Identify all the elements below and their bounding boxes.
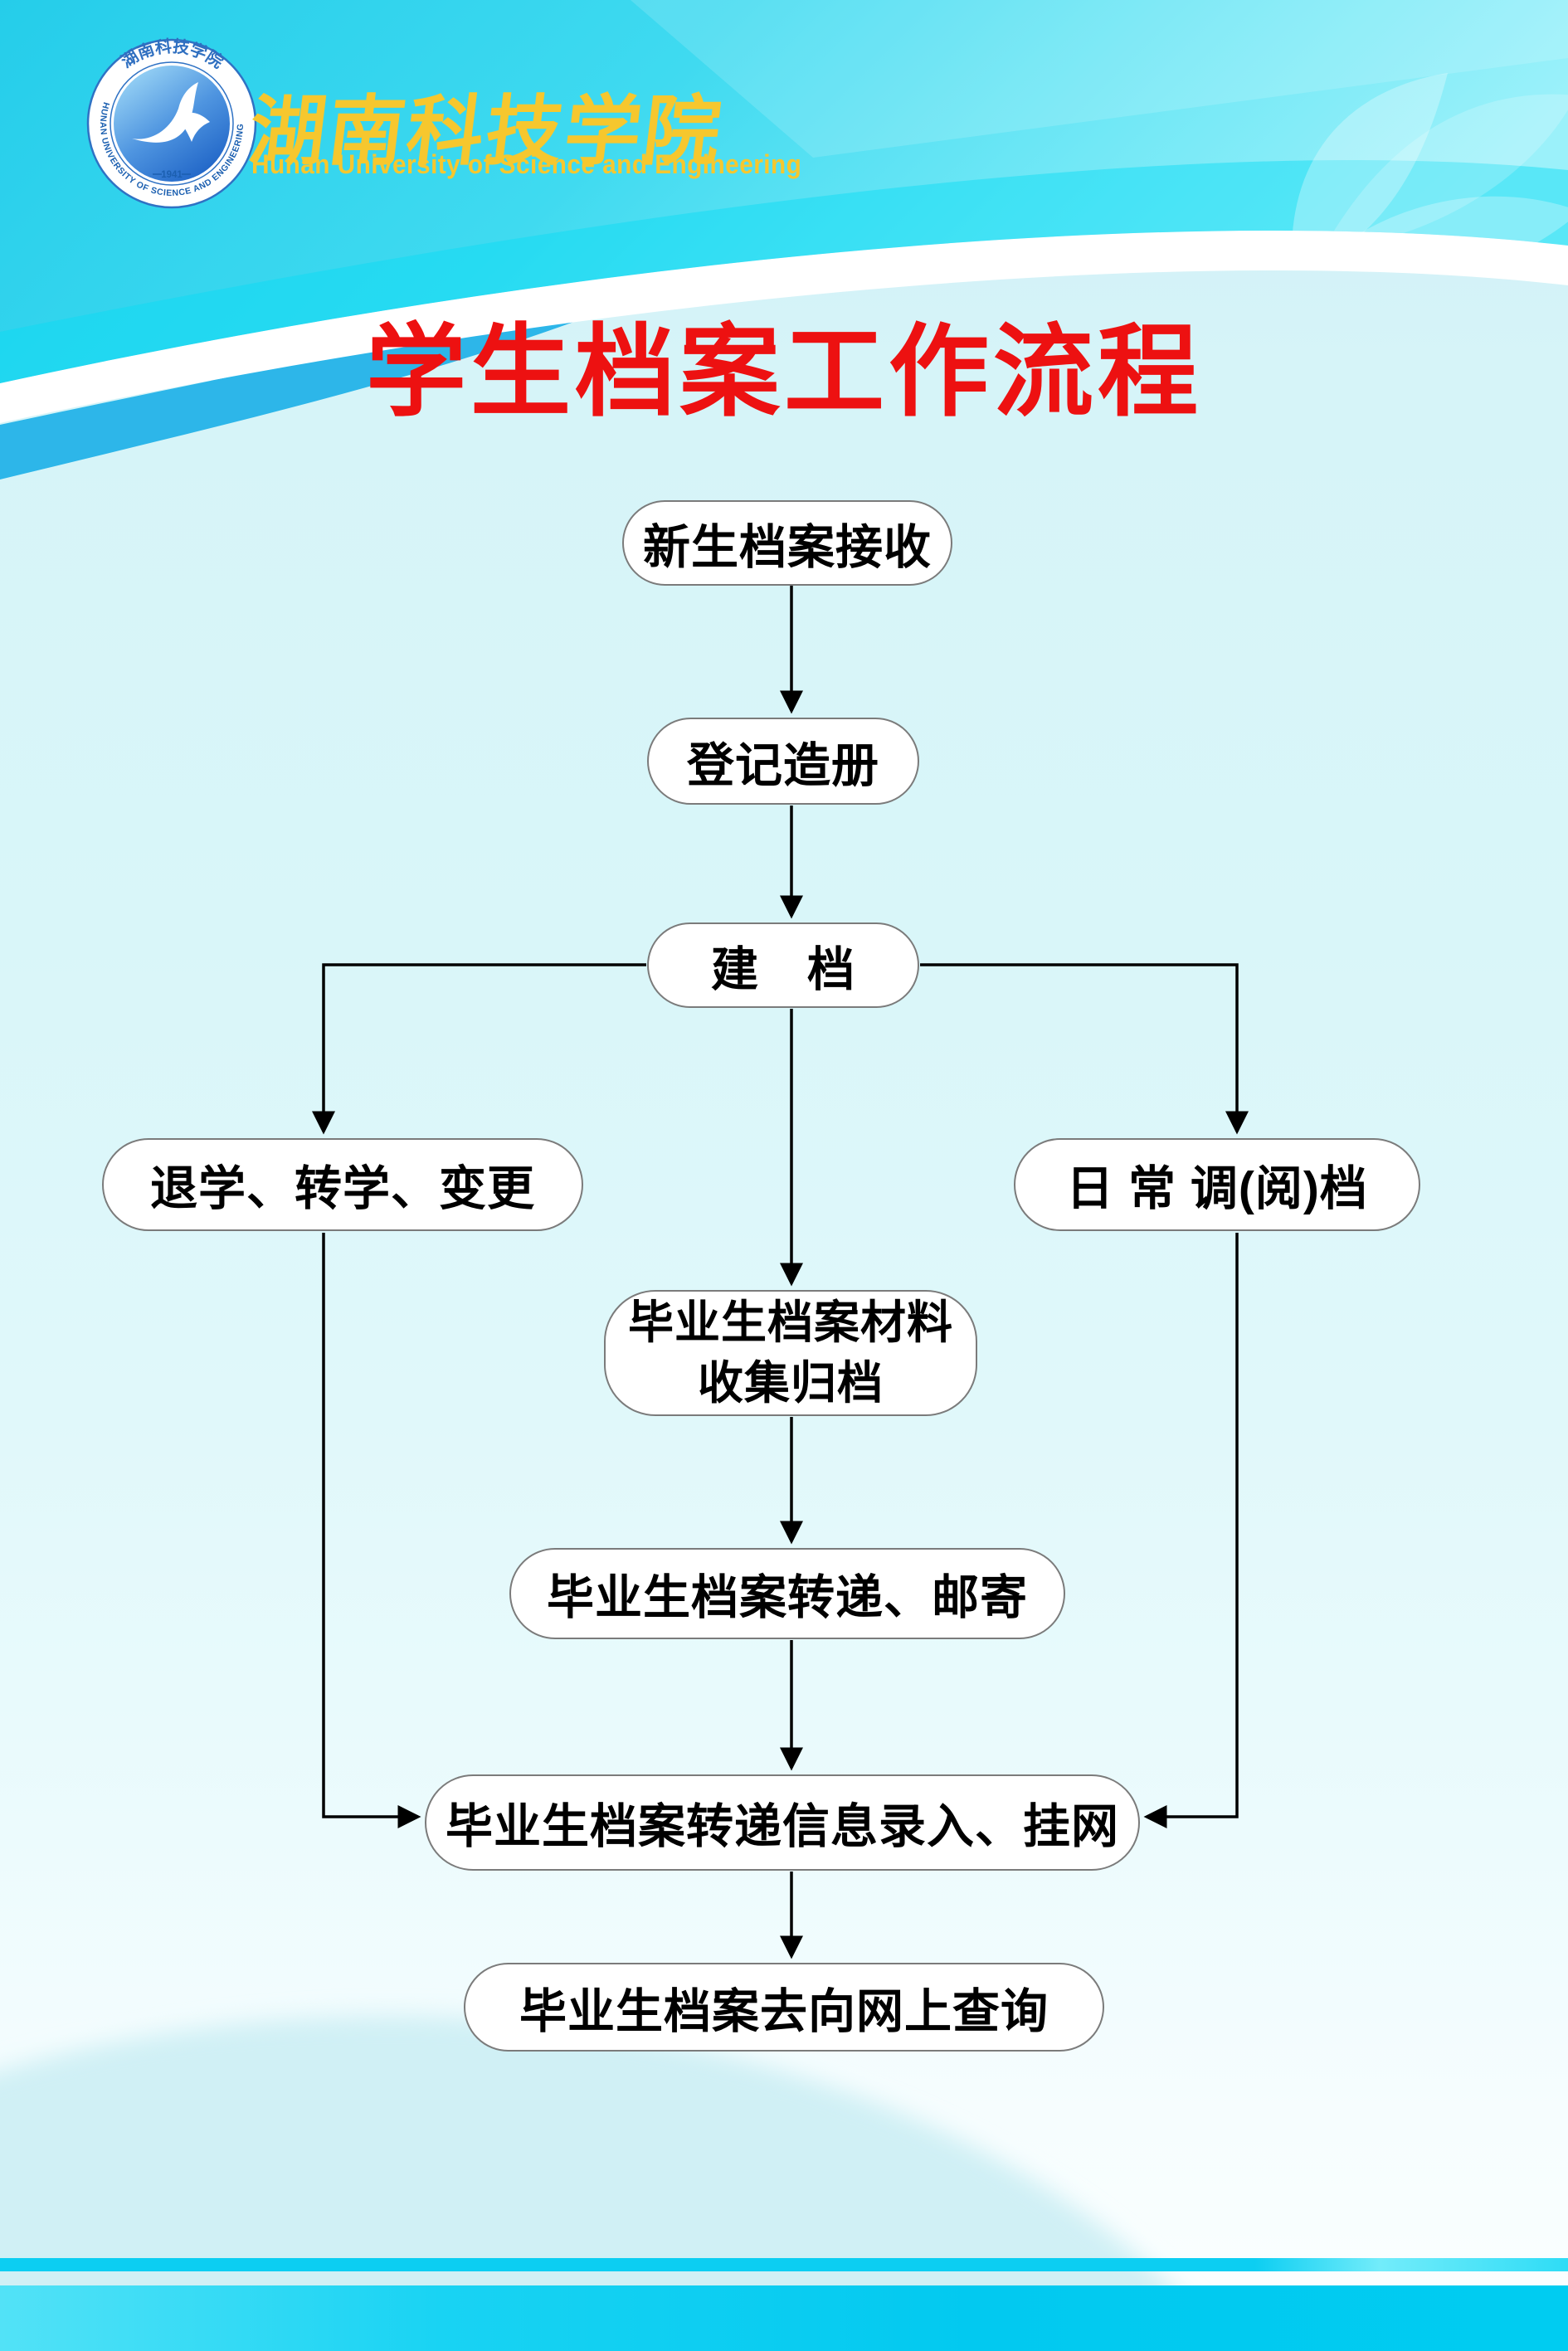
flow-node-net: 毕业生档案转递信息录入、挂网: [425, 1774, 1140, 1871]
page-title: 学生档案工作流程: [365, 318, 1202, 429]
flow-node-receive: 新生档案接收: [622, 500, 952, 586]
bottom-band: [0, 2285, 1568, 2351]
flow-node-withdraw: 退学、转学、变更: [102, 1138, 583, 1231]
header-light-streak: [631, 0, 1568, 158]
flow-node-daily: 日 常 调(阅)档: [1014, 1138, 1420, 1231]
flow-node-query: 毕业生档案去向网上查询: [464, 1963, 1104, 2052]
flow-node-collect-line1: 毕业生档案材料: [627, 1297, 953, 1348]
flow-node-create: 建 档: [647, 922, 919, 1008]
logo-year: 1941: [161, 170, 183, 180]
university-name-en: Hunan University of Science and Engineer…: [251, 149, 802, 179]
flow-node-collect-line2: 收集归档: [697, 1357, 884, 1409]
header-bright-streak: [0, 160, 1568, 383]
flow-node-collect: 毕业生档案材料 收集归档: [604, 1290, 977, 1416]
flow-node-register: 登记造册: [647, 718, 919, 805]
logo-swan-icon: [132, 82, 210, 143]
header-blue-stroke: [0, 287, 664, 479]
header-white-band: [0, 230, 1568, 423]
bottom-stripe-thin: [0, 2258, 1568, 2271]
flow-node-mail: 毕业生档案转递、邮寄: [509, 1548, 1065, 1639]
header-cyan-area: [0, 0, 1568, 383]
university-logo: 湖南科技学院 HUNAN UNIVERSITY OF SCIENCE AND E…: [86, 36, 257, 209]
